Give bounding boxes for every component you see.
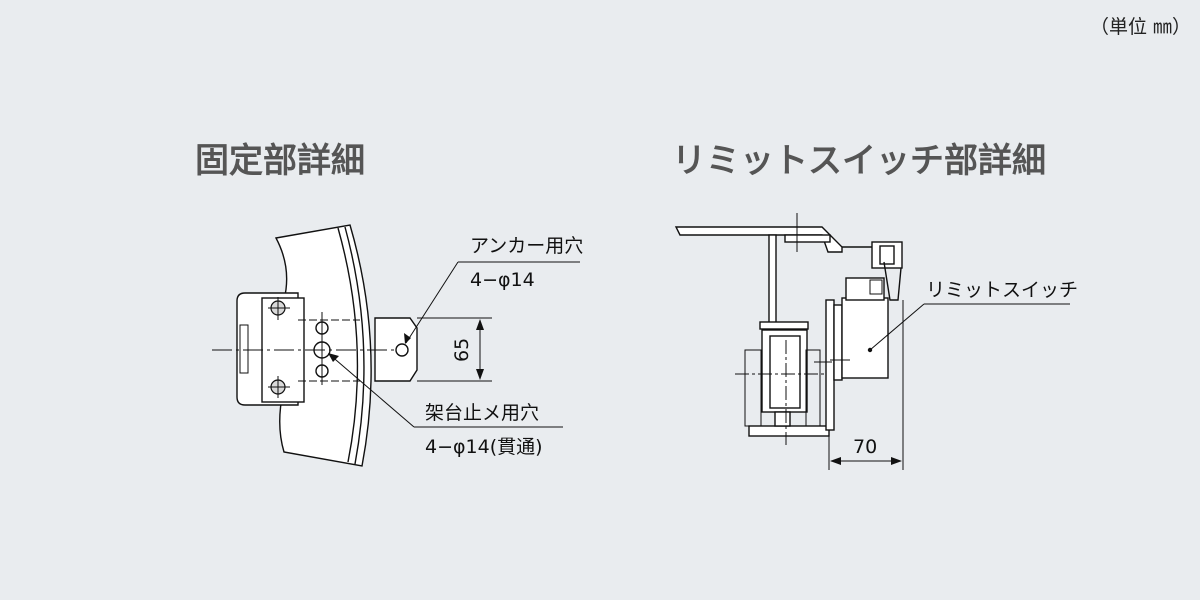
limit-switch-section-title: リミットスイッチ部詳細 [672,141,1046,181]
unit-label: （単位 ㎜） [1090,16,1191,38]
frame-hole-label: 架台止メ用穴 [425,402,539,424]
limit-switch-label: リミットスイッチ [926,279,1078,301]
fixed-part-drawing [212,224,580,467]
dimension-70-label: 70 [853,436,877,458]
fixed-section-title: 固定部詳細 [195,141,365,181]
anchor-hole-spec: 4−φ14 [470,269,535,291]
frame-hole-spec: 4−φ14(貫通) [425,436,543,458]
dimension-65-label: 65 [451,338,473,362]
anchor-hole-label: アンカー用穴 [470,235,583,257]
limit-switch-drawing [674,213,1070,470]
